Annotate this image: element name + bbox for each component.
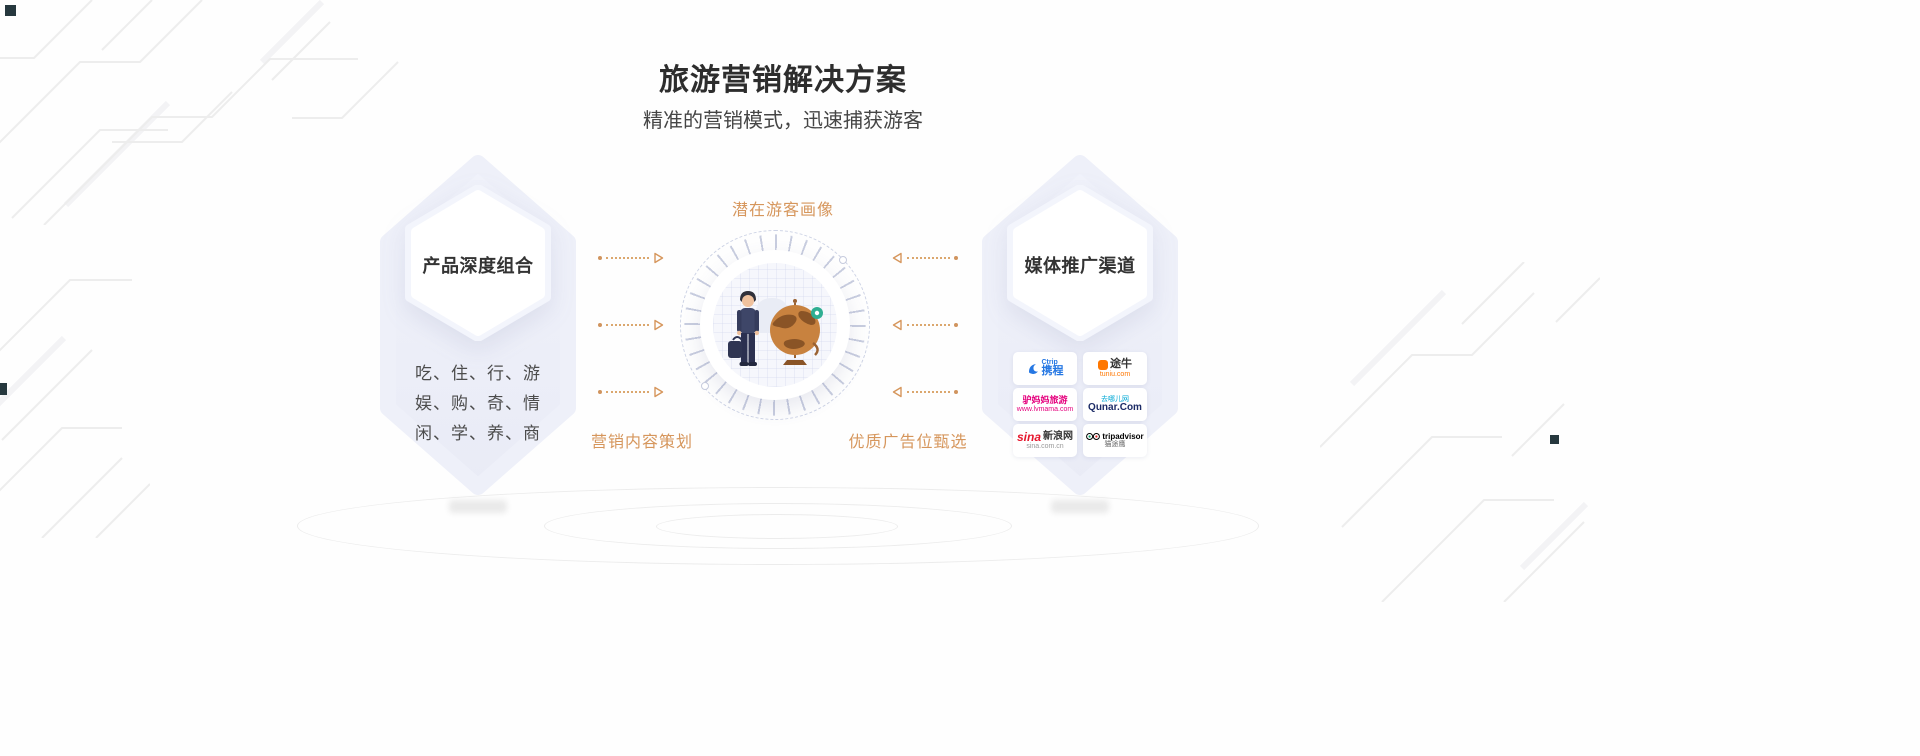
qunar-logo: 去哪儿网 Qunar.Com: [1083, 388, 1147, 421]
lvmama-cn-label: 驴妈妈旅游: [1022, 395, 1068, 406]
decor-square: [1550, 435, 1559, 444]
page-title: 旅游营销解决方案: [659, 64, 907, 97]
ring-accent-dot: [839, 256, 847, 264]
product-line: 闲、学、养、商: [415, 424, 541, 443]
arrow-left-icon: [892, 252, 902, 264]
media-channels-card: 媒体推广渠道 Ctrip 携程 途牛 tuniu.c: [982, 155, 1178, 495]
connector-dot: [598, 256, 602, 260]
product-line: 吃、住、行、游: [415, 364, 541, 383]
hexagon-title-badge: [405, 185, 551, 341]
card-tip-shadow: [449, 500, 507, 513]
connector-dot: [954, 390, 958, 394]
sina-en-label: sina: [1016, 429, 1041, 444]
stage-ellipse-middle: [544, 503, 1012, 549]
qunar-en-label: Qunar.Com: [1088, 401, 1142, 413]
connector-left-3: [598, 386, 664, 398]
stage-ellipse-outer: [297, 487, 1259, 565]
location-pin-icon: [811, 307, 823, 319]
sina-logo: sina 新浪网 sina.com.cn: [1013, 424, 1077, 457]
connector-dot: [598, 390, 602, 394]
label-content-planning: 营销内容策划: [590, 434, 694, 451]
tuniu-cn-label: 途牛: [1110, 358, 1132, 371]
connector-left-1: [598, 252, 664, 264]
traveler-illustration: [728, 291, 823, 366]
connector-dotted-line: [606, 257, 649, 259]
qunar-cn-label: 去哪儿网: [1101, 395, 1129, 403]
label-ad-selection: 优质广告位甄选: [848, 434, 968, 451]
connector-dotted-line: [907, 391, 950, 393]
media-logo-grid: Ctrip 携程 途牛 tuniu.com 驴妈妈旅游 www.lvmama.c…: [1013, 352, 1147, 457]
dashed-ring: [680, 230, 870, 420]
arrow-right-icon: [654, 386, 664, 398]
label-tourist-profile: 潜在游客画像: [731, 202, 835, 219]
tuniu-sub-label: tuniu.com: [1099, 370, 1131, 378]
decor-square: [5, 5, 16, 16]
sina-sub-label: sina.com.cn: [1026, 443, 1064, 451]
connector-dotted-line: [606, 391, 649, 393]
decor-square: [0, 383, 7, 395]
traveler-profile-illustration: [680, 230, 870, 420]
product-categories: 吃、住、行、游 娱、购、奇、情 闲、学、养、商: [380, 359, 576, 449]
ctrip-logo: Ctrip 携程: [1013, 352, 1077, 385]
connector-dot: [954, 323, 958, 327]
lvmama-logo: 驴妈妈旅游 www.lvmama.com: [1013, 388, 1077, 421]
connector-right-2: [892, 319, 958, 331]
connector-right-1: [892, 252, 958, 264]
stage-ellipse-inner: [656, 514, 898, 539]
connector-dot: [954, 256, 958, 260]
ctrip-dolphin-icon: [1028, 363, 1038, 374]
arrow-right-icon: [654, 319, 664, 331]
circuit-decoration-right: [1320, 262, 1600, 602]
connector-dotted-line: [606, 324, 649, 326]
connector-left-2: [598, 319, 664, 331]
product-line: 娱、购、奇、情: [415, 394, 541, 413]
traveler-figure: [728, 291, 759, 366]
right-card-title: 媒体推广渠道: [1024, 256, 1136, 276]
connector-dotted-line: [907, 257, 950, 259]
left-card-title: 产品深度组合: [422, 256, 534, 276]
tuniu-icon: [1098, 359, 1108, 370]
tripadvisor-en-label: tripadvisor: [1102, 431, 1144, 441]
tripadvisor-owl-icon: [1086, 433, 1101, 441]
ctrip-en-label: Ctrip: [1041, 359, 1058, 367]
tuniu-logo: 途牛 tuniu.com: [1083, 352, 1147, 385]
ring-accent-dot: [701, 382, 709, 390]
arrow-right-icon: [654, 252, 664, 264]
arrow-left-icon: [892, 386, 902, 398]
card-tip-shadow: [1051, 500, 1109, 513]
tripadvisor-cn-label: 猫途鹰: [1104, 441, 1126, 449]
illustration-circle: [713, 263, 837, 387]
tripadvisor-logo: tripadvisor 猫途鹰: [1083, 424, 1147, 457]
ctrip-cn-label: 携程: [1041, 365, 1064, 378]
hexagon-title-badge: [1007, 185, 1153, 341]
page-subtitle: 精准的营销模式，迅速捕获游客: [643, 110, 923, 132]
connector-dotted-line: [907, 324, 950, 326]
lvmama-sub-label: www.lvmama.com: [1016, 405, 1074, 413]
circuit-decoration-left: [0, 279, 150, 538]
product-combination-card: 产品深度组合 吃、住、行、游 娱、购、奇、情 闲、学、养、商: [380, 155, 576, 495]
circuit-decoration-top-left: [0, 0, 399, 225]
connector-dot: [598, 323, 602, 327]
connector-right-3: [892, 386, 958, 398]
sina-cn-label: 新浪网: [1043, 430, 1073, 442]
arrow-left-icon: [892, 319, 902, 331]
